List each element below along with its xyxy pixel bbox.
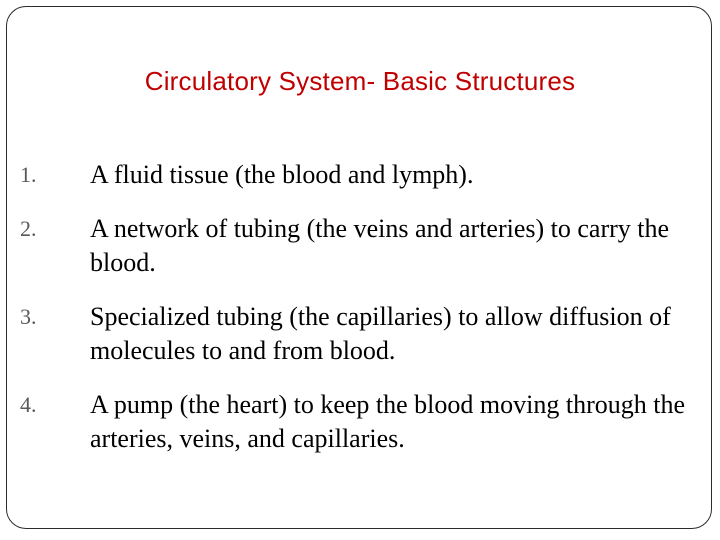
slide-title: Circulatory System- Basic Structures: [144, 66, 576, 96]
list-item-3: 3. Specialized tubing (the capillaries) …: [20, 300, 700, 368]
list-item-2: 2. A network of tubing (the veins and ar…: [20, 212, 700, 280]
list-item-number: 4.: [20, 392, 37, 417]
list-item-1: 1. A fluid tissue (the blood and lymph).: [20, 158, 700, 192]
list-item-4: 4. A pump (the heart) to keep the blood …: [20, 388, 700, 456]
list-item-number: 1.: [20, 162, 37, 187]
list-item-text: A fluid tissue (the blood and lymph).: [90, 160, 474, 189]
structure-list: 1. A fluid tissue (the blood and lymph).…: [20, 158, 700, 476]
list-item-text: A network of tubing (the veins and arter…: [90, 214, 670, 277]
list-item-text: Specialized tubing (the capillaries) to …: [90, 302, 671, 365]
list-item-number: 3.: [20, 304, 37, 329]
slide-frame: [6, 6, 712, 529]
list-item-text: A pump (the heart) to keep the blood mov…: [90, 390, 685, 453]
list-item-number: 2.: [20, 216, 37, 241]
